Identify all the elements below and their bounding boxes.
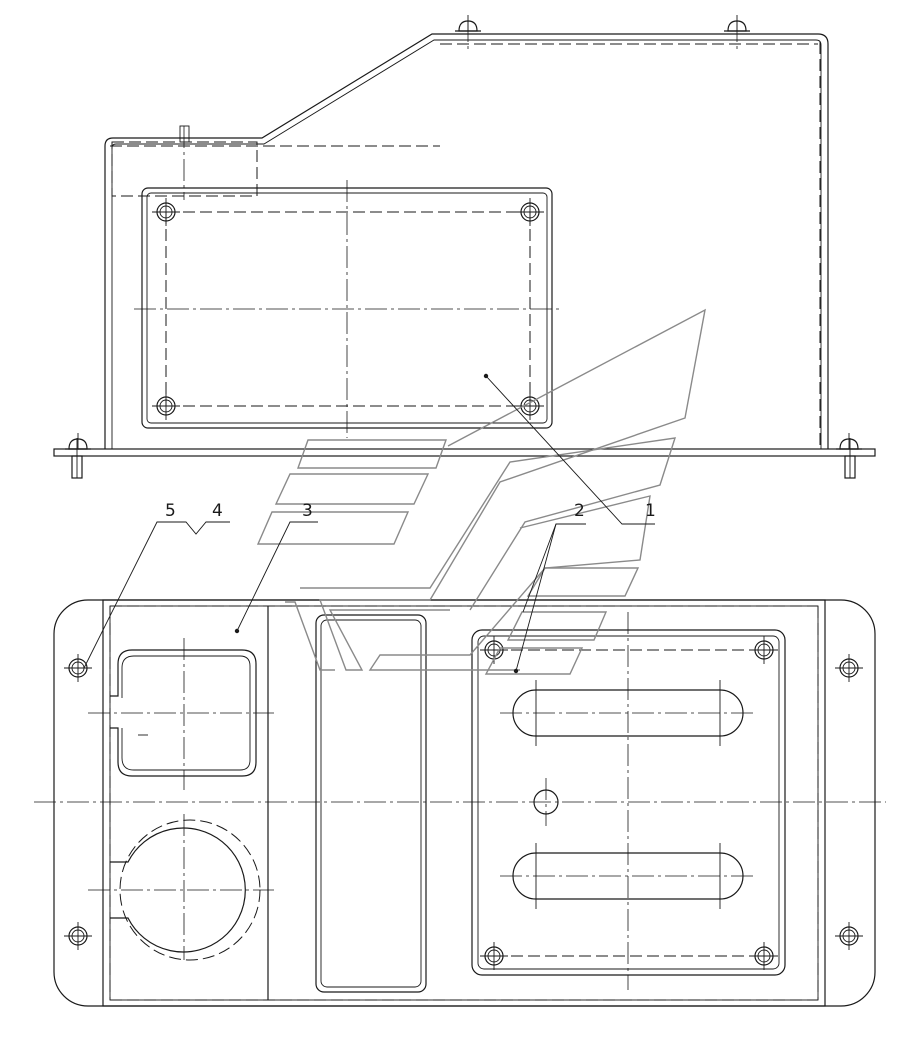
center-window <box>315 614 427 993</box>
callout-4: 4 <box>212 501 223 521</box>
plan-view <box>34 599 886 1007</box>
base-screw-br <box>834 921 864 951</box>
base-plate <box>53 599 876 1007</box>
plate-screw-tl <box>151 197 181 227</box>
elevation-view <box>53 14 876 479</box>
callout-leaders <box>83 373 655 674</box>
callout-5: 5 <box>165 501 176 521</box>
rplate-screw-tr <box>749 635 779 665</box>
callout-1: 1 <box>645 501 656 521</box>
plate-screw-br <box>515 391 545 421</box>
foot-left <box>71 438 83 479</box>
plate-screw-bl <box>151 391 181 421</box>
foot-right <box>844 438 856 479</box>
rplate-screw-bl <box>479 941 509 971</box>
watermark-logo <box>256 308 706 675</box>
callout-2: 2 <box>574 501 585 521</box>
base-screw-tr <box>834 653 864 683</box>
rplate-screw-br <box>749 941 779 971</box>
housing-outline <box>104 33 829 449</box>
base-flange <box>53 448 876 457</box>
plate-screw-tr <box>515 197 545 227</box>
base-screw-tl <box>63 653 93 683</box>
right-cover-plate <box>471 629 786 976</box>
base-screw-bl <box>63 921 93 951</box>
round-cutout <box>110 827 246 953</box>
housing-inner-outline <box>111 39 822 449</box>
callout-3: 3 <box>302 501 313 521</box>
